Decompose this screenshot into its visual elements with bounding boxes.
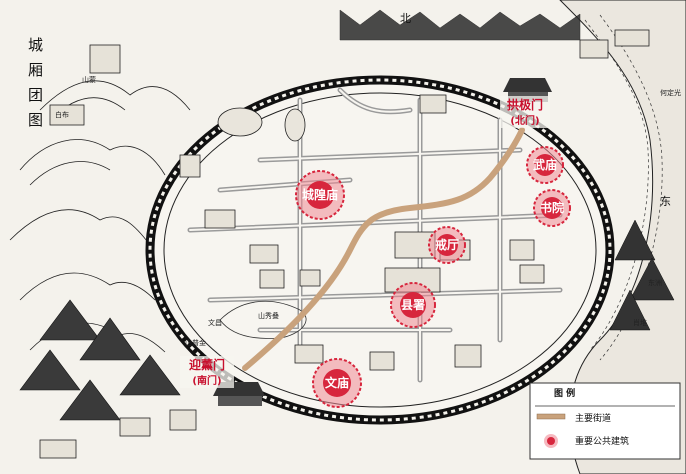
marker-jieting[interactable]: 戒厅 bbox=[428, 226, 466, 264]
legend-street-swatch bbox=[536, 413, 566, 420]
city-wall bbox=[145, 75, 615, 425]
main-street bbox=[242, 127, 525, 371]
mountains-bottom-left bbox=[19, 299, 181, 421]
label-jieting: 戒厅 bbox=[435, 237, 459, 252]
marker-wenmiao[interactable]: 文庙 bbox=[312, 358, 362, 408]
label-wumiao: 武庙 bbox=[533, 157, 557, 172]
place-wenchang: 文昌 bbox=[208, 318, 222, 327]
north-label: 北 bbox=[400, 12, 411, 25]
title-char-4: 图 bbox=[28, 111, 43, 129]
title-char-2: 厢 bbox=[28, 61, 43, 79]
place-shanxiu: 山秀叠 bbox=[258, 311, 279, 320]
mountains-top bbox=[339, 9, 581, 41]
mountains-right bbox=[609, 219, 675, 331]
hill-shanxiu bbox=[219, 300, 307, 339]
svg-text:拱极门: 拱极门 bbox=[507, 97, 543, 112]
place-shanjin: 山普金 bbox=[185, 338, 206, 347]
marker-shushu[interactable]: 县署 bbox=[390, 282, 436, 328]
place-hezhong: 何定光 bbox=[660, 88, 681, 97]
legend: 图 例 主要街道 重要公共建筑 bbox=[529, 382, 681, 460]
marker-wumiao[interactable]: 武庙 bbox=[526, 146, 564, 184]
east-label: 东 bbox=[660, 195, 671, 208]
marker-shuyuan[interactable]: 书院 bbox=[533, 189, 571, 227]
place-baibu: 白布 bbox=[55, 110, 69, 119]
pond bbox=[217, 107, 263, 137]
label-wenmiao: 文庙 bbox=[325, 375, 349, 390]
label-shuyuan: 书院 bbox=[540, 200, 564, 215]
outer-buildings bbox=[39, 29, 650, 459]
legend-title: 图 例 bbox=[554, 387, 575, 399]
river-flow bbox=[584, 19, 649, 351]
legend-street-label: 主要街道 bbox=[575, 412, 611, 424]
place-zhengshan: 山蒙 bbox=[82, 75, 96, 84]
pond-2 bbox=[284, 108, 306, 142]
label-shushu: 县署 bbox=[401, 298, 425, 312]
title-char-3: 团 bbox=[28, 86, 43, 104]
legend-building-swatch bbox=[547, 437, 555, 445]
marker-chenghuang[interactable]: 城隍庙 bbox=[295, 170, 345, 220]
svg-text:(北门): (北门) bbox=[510, 114, 539, 127]
north-gate-label: 拱极门 (北门) bbox=[500, 96, 550, 128]
svg-text:迎薰门: 迎薰门 bbox=[189, 357, 225, 372]
place-dongzhou: 东洲 bbox=[648, 278, 662, 287]
street-grid-inner bbox=[189, 89, 561, 381]
label-chenghuang: 城隍庙 bbox=[302, 187, 338, 202]
svg-text:(南门): (南门) bbox=[192, 374, 221, 387]
title-char-1: 城 bbox=[28, 36, 43, 54]
legend-building-label: 重要公共建筑 bbox=[575, 435, 629, 447]
south-gate-label: 迎薰门 (南门) bbox=[180, 356, 234, 388]
map-title: 城 厢 团 图 bbox=[28, 36, 43, 129]
place-yuxun: 肖堆 bbox=[633, 318, 647, 327]
